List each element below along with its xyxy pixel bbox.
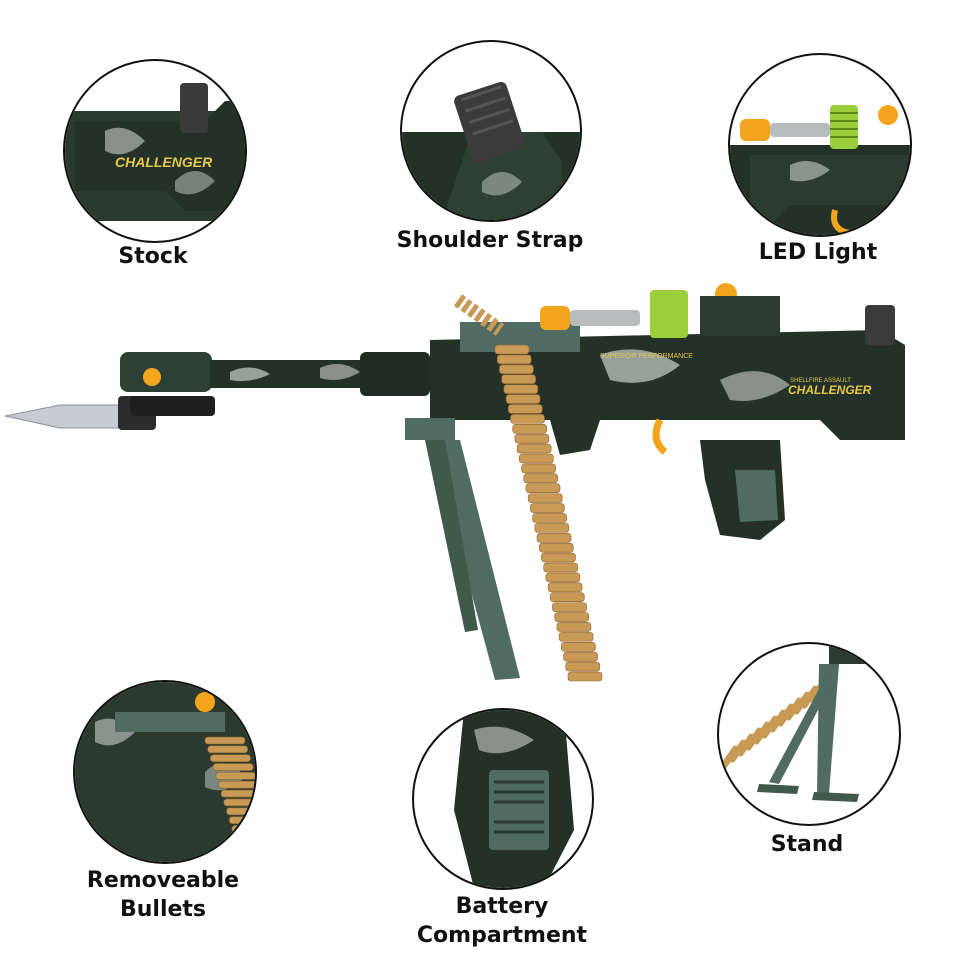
toy-machine-gun-image: SUPERIOR PERFORMANCE SHELLFIRE ASSAULT C…	[4, 283, 905, 682]
battery-compartment-detail-circle	[412, 708, 594, 890]
led-light-detail-circle	[728, 53, 912, 237]
bullet	[510, 414, 545, 424]
battery-compartment-label: Battery Compartment	[416, 894, 588, 948]
bullet	[494, 344, 530, 355]
removeable-bullets-detail-image	[75, 682, 255, 862]
battery-compartment-detail-image	[454, 710, 574, 888]
bullet	[514, 433, 550, 444]
bullet	[215, 772, 255, 780]
bullet	[212, 763, 254, 771]
removeable-bullets-detail-circle	[73, 680, 257, 864]
bullet	[525, 483, 561, 494]
removeable-bullets-label: Removeable Bullets	[86, 868, 240, 922]
bullet	[532, 513, 567, 523]
bullet	[547, 582, 583, 593]
bullet	[234, 834, 255, 842]
bullet	[536, 532, 572, 543]
bullet	[561, 641, 596, 652]
bullet	[223, 798, 255, 807]
bullet	[543, 562, 578, 573]
bullet	[218, 780, 255, 789]
bullet	[534, 523, 570, 533]
brand-text: CHALLENGER	[788, 383, 872, 397]
gun-body	[430, 330, 905, 455]
panel-text: SUPERIOR PERFORMANCE	[600, 353, 693, 360]
bullet	[558, 632, 594, 642]
stand-detail-circle	[717, 642, 901, 826]
bullet	[239, 851, 255, 860]
bullet	[552, 602, 587, 612]
bullet	[516, 443, 552, 454]
bullet	[512, 423, 547, 434]
bullet	[505, 394, 541, 404]
sub-brand-text: SHELLFIRE ASSAULT	[790, 378, 851, 384]
stand-detail-image	[720, 644, 879, 802]
bullet	[527, 493, 563, 503]
bullet	[521, 463, 556, 474]
led-light-label: LED Light	[758, 240, 878, 265]
bullet	[507, 404, 543, 414]
bullet	[545, 572, 581, 583]
bullet	[499, 364, 534, 375]
stand-label: Stand	[770, 832, 844, 857]
bullet	[231, 825, 255, 833]
bullet	[523, 473, 559, 484]
bullet	[237, 842, 255, 851]
bullet	[556, 622, 592, 632]
bullet	[204, 736, 246, 745]
shoulder-strap-label: Shoulder Strap	[396, 228, 584, 253]
bullet	[228, 816, 255, 824]
bullet	[554, 612, 590, 622]
bullet	[550, 592, 585, 603]
shoulder-strap-detail-image	[402, 81, 580, 220]
bullet	[503, 384, 539, 394]
bullet-belt	[494, 344, 603, 682]
stock-label: Stock	[118, 244, 188, 269]
bullet	[519, 453, 554, 464]
bullet	[565, 661, 601, 672]
stock-detail-image: CHALLENGER	[65, 83, 245, 221]
bayonet-blade	[4, 404, 121, 429]
bullet	[220, 789, 255, 798]
bullet	[538, 542, 574, 553]
led-light-detail-image	[730, 105, 910, 235]
stock-brand-text: CHALLENGER	[115, 154, 213, 170]
bullet	[496, 354, 532, 365]
bullet	[501, 374, 536, 385]
bullet	[207, 745, 248, 754]
bullet	[226, 807, 255, 816]
bullet	[563, 651, 598, 662]
stock-detail-circle: CHALLENGER	[63, 59, 247, 243]
bullet	[530, 503, 565, 513]
bullet	[567, 671, 603, 682]
bullet	[210, 754, 251, 762]
bullet	[541, 552, 576, 563]
shoulder-strap-detail-circle	[400, 40, 582, 222]
